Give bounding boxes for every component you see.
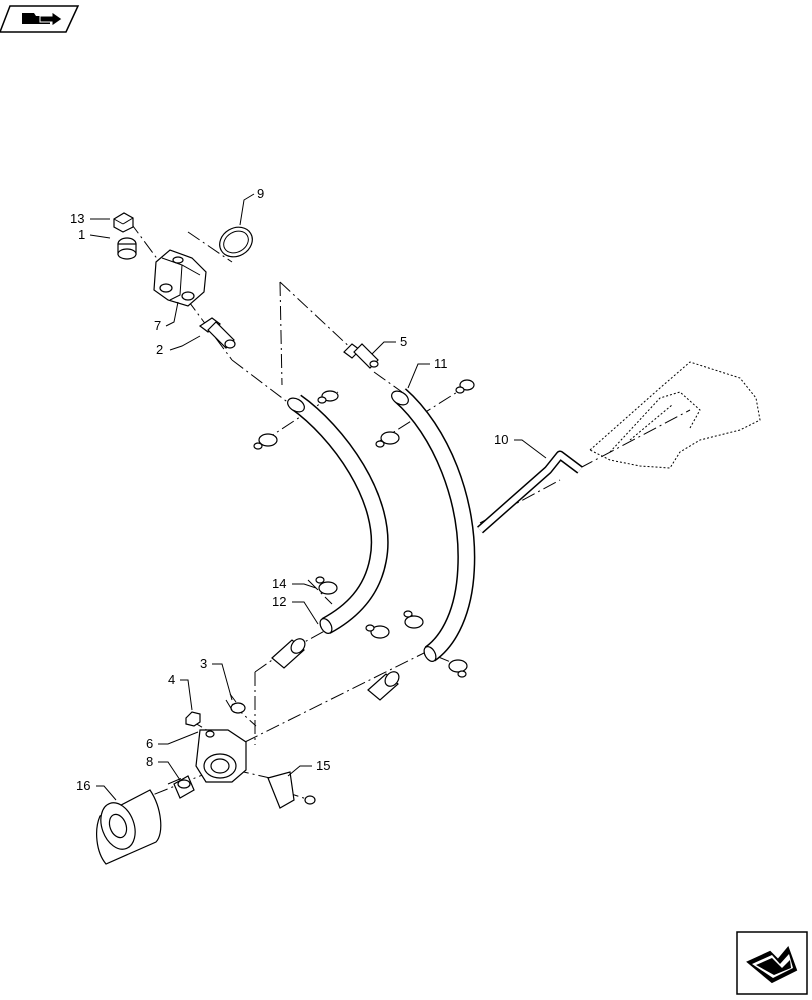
hose-clamp	[448, 659, 468, 678]
part-11-hose	[391, 388, 476, 662]
part-13-plug	[113, 212, 134, 233]
callout-12: 12	[272, 594, 286, 609]
callout-11: 11	[434, 356, 448, 371]
callout-13: 13	[70, 211, 84, 226]
callout-6: 6	[146, 736, 153, 751]
hose-clamp	[455, 379, 475, 394]
callout-3: 3	[200, 656, 207, 671]
callout-16: 16	[76, 778, 90, 793]
hose-clamp	[317, 390, 339, 404]
part-7-housing	[153, 249, 207, 307]
callout-10: 10	[494, 432, 508, 447]
part-15-clip	[267, 771, 316, 809]
callout-labels: 13 1 9 7 2 5 11 10 14 12 3 4 6 8 15 16	[70, 186, 508, 793]
callout-8: 8	[146, 754, 153, 769]
next-page-arrow-icon[interactable]	[736, 931, 808, 995]
part-6-filter-head	[195, 729, 247, 783]
part-2-hose-connector	[198, 317, 236, 349]
callout-2: 2	[156, 342, 163, 357]
part-10-rod	[477, 450, 583, 534]
callout-leaders	[89, 193, 547, 801]
callout-15: 15	[316, 758, 330, 773]
hose-fitting	[271, 638, 306, 669]
hose-clamp	[403, 610, 424, 629]
folder-return-arrow-icon[interactable]	[0, 5, 80, 33]
callout-14: 14	[272, 576, 286, 591]
callout-1: 1	[78, 227, 85, 242]
hose-clamp	[253, 433, 278, 450]
part-12-hose	[287, 394, 389, 634]
part-14-clamp	[315, 576, 338, 595]
hose-fitting	[367, 671, 400, 701]
part-16-oil-filter	[96, 789, 162, 865]
hose-clamp	[365, 624, 390, 639]
reference-component-outline	[589, 361, 761, 469]
part-5-hose-connector	[343, 343, 379, 369]
part-8-nipple	[173, 775, 195, 799]
callout-9: 9	[257, 186, 264, 201]
part-3-bolt	[225, 693, 246, 714]
callout-7: 7	[154, 318, 161, 333]
hose-clamp	[375, 431, 400, 448]
callout-5: 5	[400, 334, 407, 349]
part-9-o-ring	[219, 226, 253, 258]
part-1-fitting	[117, 237, 137, 260]
callout-4: 4	[168, 672, 175, 687]
part-4-washer	[185, 711, 201, 727]
